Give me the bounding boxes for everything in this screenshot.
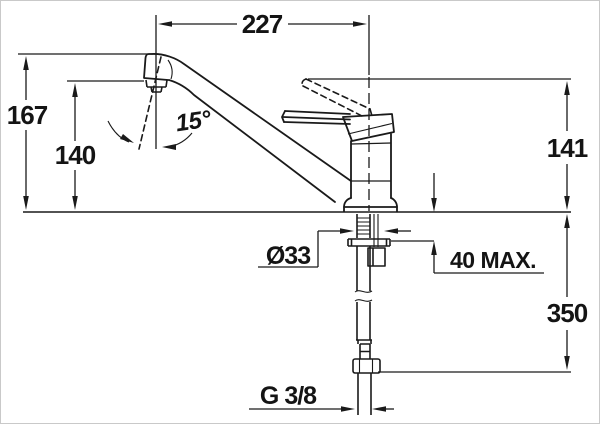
arrow-down-icon bbox=[23, 196, 29, 210]
label-deck-thickness: 40 MAX. bbox=[450, 247, 536, 273]
clamp-nut bbox=[367, 247, 386, 267]
dim-handle-height: 141 bbox=[308, 78, 589, 210]
arrow-left-icon bbox=[384, 228, 398, 234]
arrow-down-icon bbox=[431, 198, 437, 212]
base-flange bbox=[343, 197, 398, 208]
supply-pipe-upper bbox=[356, 246, 371, 291]
label-total-height: 167 bbox=[7, 100, 48, 130]
faucet-body bbox=[143, 53, 398, 415]
swivel-angle-annotation: 15° bbox=[107, 56, 213, 150]
label-handle-height: 141 bbox=[547, 133, 588, 163]
dim-spout-reach: 227 bbox=[155, 9, 370, 149]
swivel-axis-dashed-line bbox=[138, 56, 162, 150]
arrow-down-icon bbox=[72, 196, 78, 210]
arrow-down-icon bbox=[564, 356, 570, 370]
dim-hole-diameter: Ø33 bbox=[258, 228, 411, 270]
arrow-up-icon bbox=[23, 56, 29, 70]
spout-head bbox=[143, 53, 169, 81]
arrow-right-icon bbox=[340, 228, 354, 234]
horseshoe-washer bbox=[347, 238, 391, 247]
pipe-break-symbol bbox=[354, 290, 373, 302]
aerator bbox=[145, 79, 168, 93]
hose-collar bbox=[356, 339, 372, 359]
handle-lever-raised-dashed bbox=[301, 78, 373, 118]
spout bbox=[143, 53, 352, 203]
label-hole-diameter: Ø33 bbox=[266, 242, 310, 270]
arrow-up-icon bbox=[72, 83, 78, 97]
arc-arrowhead-icon bbox=[162, 144, 176, 150]
mixer-body bbox=[342, 113, 398, 213]
arrow-down-icon bbox=[564, 196, 570, 210]
arrow-right-icon bbox=[341, 406, 355, 412]
arrow-up-icon bbox=[564, 81, 570, 95]
thread-nipple bbox=[357, 373, 372, 415]
supply-pipe-lower bbox=[356, 302, 371, 340]
dim-thread-size: G 3/8 bbox=[249, 382, 394, 412]
arrow-left-icon bbox=[158, 21, 172, 27]
handle-lever bbox=[281, 110, 351, 125]
label-spout-reach: 227 bbox=[242, 9, 283, 39]
label-outlet-height: 140 bbox=[55, 140, 96, 170]
arrow-left-icon bbox=[372, 406, 386, 412]
thread-hatching bbox=[357, 217, 370, 235]
arrow-right-icon bbox=[353, 21, 367, 27]
arrow-up-icon bbox=[564, 214, 570, 228]
dim-total-height: 167 bbox=[7, 53, 151, 210]
label-swivel-angle: 15° bbox=[174, 106, 213, 138]
label-thread-size: G 3/8 bbox=[260, 382, 317, 410]
label-supply-length: 350 bbox=[547, 298, 588, 328]
hex-nut bbox=[352, 358, 381, 374]
dim-outlet-height: 140 bbox=[55, 80, 144, 210]
dim-supply-length: 350 bbox=[378, 214, 589, 373]
dim-deck-thickness: 40 MAX. bbox=[391, 173, 544, 274]
arrow-up-icon bbox=[431, 241, 437, 255]
arc-arrowhead-icon bbox=[120, 134, 134, 143]
mounting-shank bbox=[347, 214, 391, 415]
